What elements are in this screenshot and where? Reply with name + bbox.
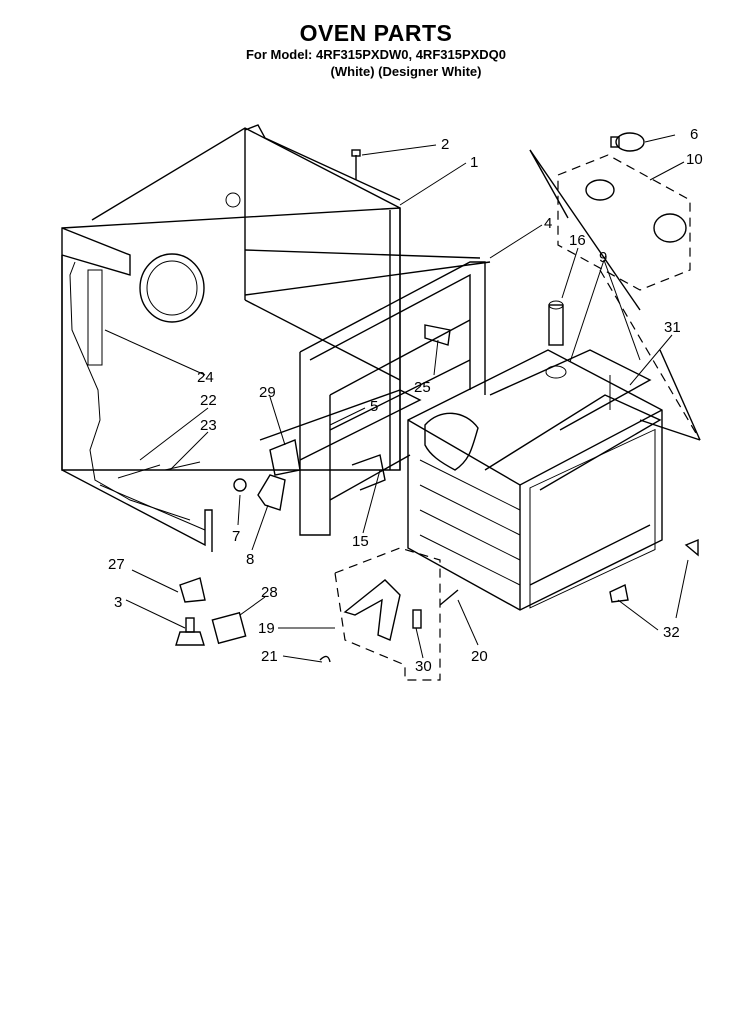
- range-frame-drawing: [61, 124, 491, 552]
- callout-15: 15: [352, 533, 369, 550]
- front-frame-drawing: [259, 261, 486, 536]
- callout-32: 32: [663, 624, 680, 641]
- callout-21: 21: [261, 648, 278, 665]
- model-numbers: For Model: 4RF315PXDW0, 4RF315PXDQ0: [245, 47, 507, 62]
- callout-3: 3: [114, 594, 122, 611]
- callout-30: 30: [415, 658, 432, 675]
- callout-5: 5: [370, 398, 378, 415]
- oven-liner-drawing: [407, 300, 663, 611]
- callout-7: 7: [232, 528, 240, 545]
- callout-6: 6: [690, 126, 698, 143]
- callout-24: 24: [197, 369, 214, 386]
- leader-lines: [104, 134, 689, 663]
- callout-22: 22: [200, 392, 217, 409]
- callout-10: 10: [686, 151, 703, 168]
- callout-1: 1: [470, 154, 478, 171]
- lamp-assembly-drawing: [529, 132, 701, 441]
- callout-labels: 1 2 3 4 5 6 7 8 9 10 15 16 19 20 21 22 2…: [108, 126, 703, 675]
- small-parts-drawing: [117, 149, 699, 681]
- callout-9: 9: [599, 249, 607, 266]
- callout-20: 20: [471, 648, 488, 665]
- callout-28: 28: [261, 584, 278, 601]
- callout-31: 31: [664, 319, 681, 336]
- callout-23: 23: [200, 417, 217, 434]
- callout-2: 2: [441, 136, 449, 153]
- callout-4: 4: [544, 215, 552, 232]
- callout-16: 16: [569, 232, 586, 249]
- callout-29: 29: [259, 384, 276, 401]
- callout-25: 25: [414, 379, 431, 396]
- callout-8: 8: [246, 551, 254, 568]
- callout-19: 19: [258, 620, 275, 637]
- color-variants: (White) (Designer White): [330, 64, 482, 79]
- callout-27: 27: [108, 556, 125, 573]
- diagram-title: OVEN PARTS: [299, 20, 453, 46]
